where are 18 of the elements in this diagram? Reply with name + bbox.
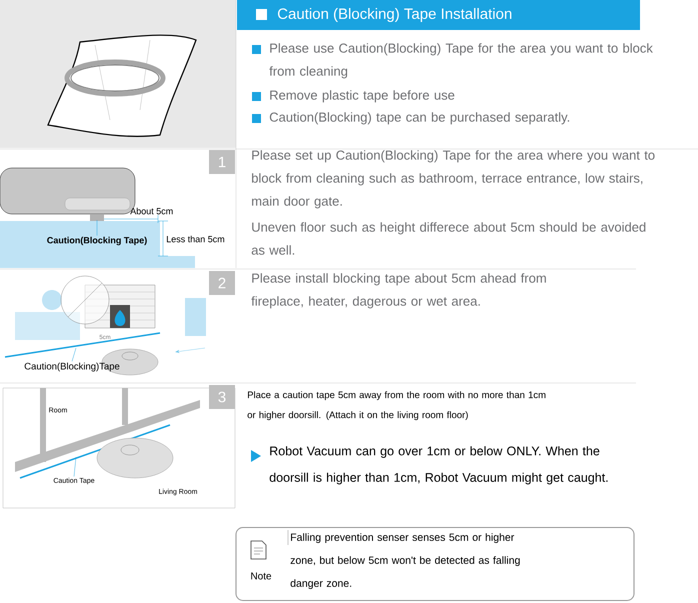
- leader-line: [96, 220, 98, 236]
- dimension-label: About 5cm: [130, 208, 173, 214]
- step-text: Robot Vacuum can go over 1cm or below ONLY. When the doorsill is higher than 1cm, Robot Vacuum might get caught.: [270, 446, 608, 484]
- step-number-box: 3: [209, 385, 235, 409]
- tape-label: Caution(Blocking Tape): [47, 236, 147, 246]
- step-text: Uneven floor such as height differece about 5cm should be avoided as well.: [252, 222, 646, 255]
- step-text: Please set up Caution(Blocking) Tape for the area where you want to block from cleaning such as bathroom, terrace entrance, low stairs, main door gate.: [252, 150, 655, 208]
- title-bar: Caution (Blocking) Tape Installation: [237, 0, 640, 30]
- leader-line: [72, 348, 76, 362]
- leader-line: [74, 456, 76, 477]
- step-number-box: 1: [209, 150, 235, 174]
- bullet-text: Remove plastic tape before use: [270, 90, 454, 102]
- bullet-text: Please use Caution(Blocking) Tape for the area you want to block from cleaning: [269, 43, 653, 78]
- tape-label: Caution(Blocking)Tape: [24, 362, 120, 372]
- step-text: Please install blocking tape about 5cm ahead from fireplace, heater, dagerous or wet area.: [251, 273, 546, 308]
- note-text: Falling prevention senser senses 5cm or higher zone, but below 5cm won't be detected as falling danger zone.: [290, 533, 520, 589]
- step-number-box: 2: [209, 271, 235, 295]
- note-label: Note: [251, 572, 272, 580]
